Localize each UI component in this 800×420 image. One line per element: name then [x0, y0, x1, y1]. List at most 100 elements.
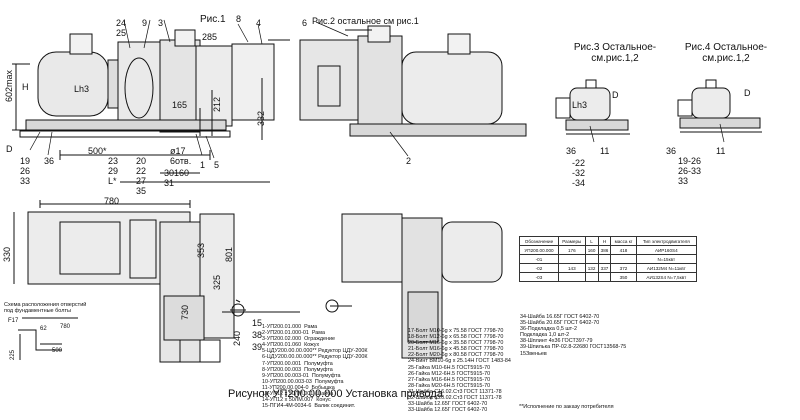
dim-285: 285	[202, 32, 218, 42]
fig3-callout-34: -34	[572, 178, 586, 188]
coupling-guard	[117, 41, 161, 127]
callout-26: 26	[20, 166, 31, 176]
callout-9: 9	[142, 18, 148, 28]
footnote: **Исполнение по заказу потребителя	[519, 404, 614, 410]
col-designation: Обозначение	[519, 236, 559, 246]
callout-5: 5	[214, 160, 220, 170]
dim-212: 212	[212, 96, 222, 112]
fig2-guard	[299, 39, 359, 121]
col-l: L	[584, 236, 599, 246]
drawing-caption: Рисунок УП200.00.000 Установка привода	[228, 388, 443, 400]
dim-325: 325	[212, 274, 222, 290]
dim-H: H	[22, 82, 29, 92]
view-fig3	[555, 79, 630, 135]
col-motor-type: Тип электродвигателя	[635, 236, 698, 246]
callout-29: 29	[108, 166, 119, 176]
reducer-body	[159, 39, 201, 133]
callout-20: 20	[136, 156, 147, 166]
dim-160: 160	[174, 168, 190, 178]
callout-L: L*	[108, 176, 117, 186]
fig2-coupling	[317, 65, 341, 107]
col-h: H	[597, 236, 612, 246]
guard-ellipse	[124, 57, 154, 119]
callout-8: 8	[236, 14, 242, 24]
fig3-callout-22: -22	[572, 158, 586, 168]
plan-callout-39: 39	[252, 342, 263, 352]
terminal-box	[69, 33, 93, 55]
output-unit	[231, 43, 275, 121]
callout-33: 33	[20, 176, 31, 186]
fig1-label: Рис.1	[200, 14, 226, 25]
motor-body	[37, 51, 109, 117]
hole-layout-title-2: под фундаментные болты	[4, 308, 71, 314]
fig2-reducer	[357, 35, 403, 135]
dim-332: 332	[256, 110, 266, 126]
dim-801: 801	[224, 246, 234, 262]
fig4-label: Рис.4 Остальное-см.рис.1,2	[684, 42, 768, 64]
dim-L-h3: Lh3	[74, 84, 90, 94]
breather	[174, 29, 196, 47]
fig2-label: Рис.2 остальное см рис.1	[312, 16, 419, 26]
dim-165: 165	[172, 100, 188, 110]
fig3-D: D	[612, 90, 619, 100]
fig4-callout-26: 26-33	[678, 166, 702, 176]
hole-62: 62	[40, 326, 47, 332]
dim-330: 330	[2, 246, 12, 262]
callout-35: 35	[136, 186, 147, 196]
col-dimensions: Размеры	[557, 236, 586, 246]
dim-353: 353	[196, 242, 206, 258]
callout-22: 22	[136, 166, 147, 176]
callout-27: 27	[136, 176, 147, 186]
fig2-base	[349, 123, 527, 137]
dim-4holes: 6отв.	[170, 156, 192, 166]
plan-callout-15: 15	[252, 318, 263, 328]
fig4-callout-36: 36	[666, 146, 677, 156]
callout-24: 24	[116, 18, 127, 28]
callout-19: 19	[20, 156, 31, 166]
callout-D: D	[6, 144, 13, 154]
fig4-callout-11: 11	[716, 146, 726, 156]
hole-500: 500	[52, 348, 63, 354]
dim-602max: 602max	[4, 69, 14, 102]
dim-phi17: ø17	[170, 146, 186, 156]
hole-F17: F17	[8, 318, 19, 324]
fig2-motor	[401, 51, 503, 125]
fig2-callout-2: 2	[406, 156, 412, 166]
fig4-callout-19: 19-26	[678, 156, 702, 166]
callout-30: 30	[164, 168, 175, 178]
main-view-fig1	[12, 29, 290, 183]
plan-coupling	[129, 219, 157, 279]
fig3-callout-11: 11	[600, 146, 610, 156]
callout-36: 36	[44, 156, 55, 166]
callout-3: 3	[158, 18, 164, 28]
fig3-label: Рис.3 Остальное-см.рис.1,2	[573, 42, 657, 64]
fig4-D: D	[744, 88, 751, 98]
hole-225: 225	[10, 349, 16, 360]
hole-layout-title: Схема расположения отверстий под фундаме…	[4, 302, 86, 314]
callout-1: 1	[200, 160, 206, 170]
hole-layout-title-1: Схема расположения отверстий	[4, 302, 87, 308]
parts-list-col2: 17-Болт М10-6g х 75.58 ГОСТ 7798-70 18-Б…	[408, 328, 511, 414]
size-table: Обозначение Размеры L H масса кг Тип эле…	[519, 236, 698, 282]
dim-730: 730	[180, 304, 190, 320]
callout-25: 25	[116, 28, 127, 38]
fig3-callout-32: -32	[572, 168, 586, 178]
plan-motor-box	[59, 221, 121, 275]
plan-view	[13, 200, 300, 363]
plan-callout-38: 38	[252, 330, 263, 340]
parts-list-col1: 1-УП200.01.000 Рама 2-УП200.01.000-01 Ра…	[262, 324, 368, 410]
view-fig4	[677, 79, 762, 133]
fig4-callout-33: 33	[678, 176, 689, 186]
parts-list-col3: 34-Шайба 16.65Г ГОСТ 6402-70 35-Шайба 20…	[520, 314, 627, 357]
callout-31: 31	[164, 178, 175, 188]
gearbox	[195, 45, 233, 127]
dim-780: 780	[104, 196, 120, 206]
bottom-middle-view	[325, 213, 503, 359]
dim-240: 240	[232, 330, 242, 346]
